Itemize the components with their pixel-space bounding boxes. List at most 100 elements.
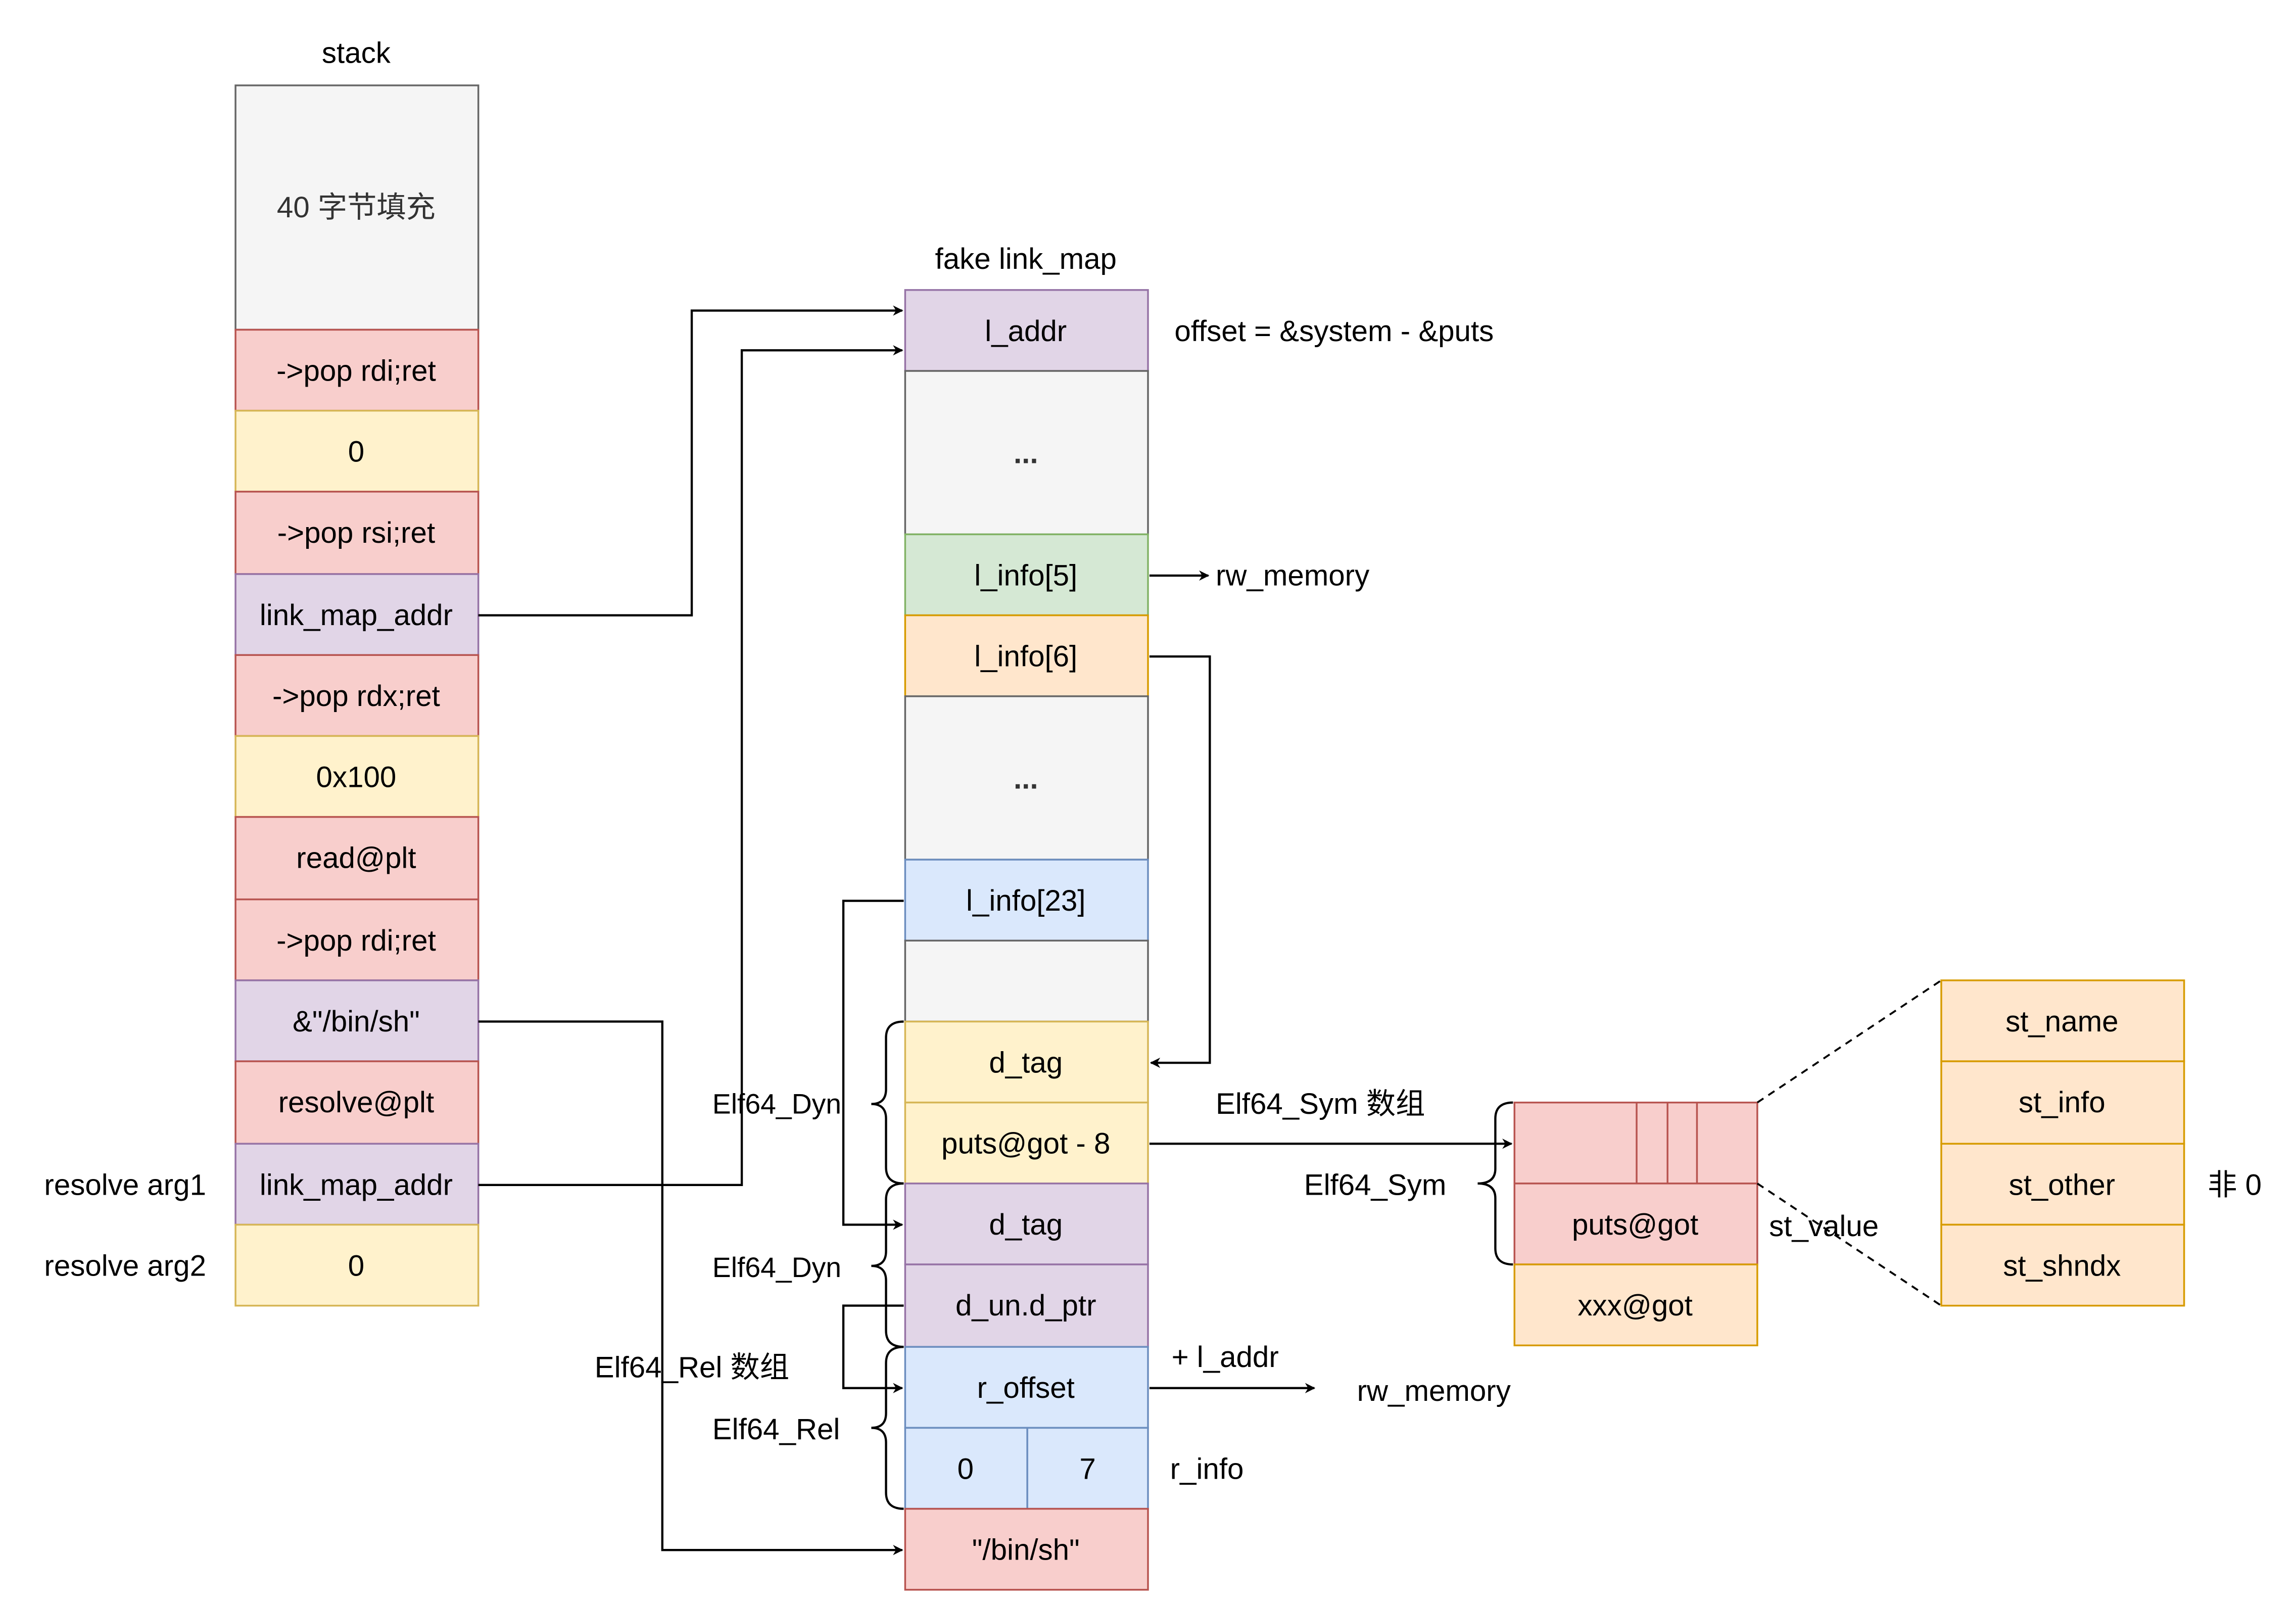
stack-cell-link-map-addr: link_map_addr: [234, 573, 480, 656]
link-map-cell-l-info-23: l_info[23]: [904, 859, 1149, 942]
stack-cell-label: link_map_addr: [260, 599, 453, 632]
link-map-cell-ellipsis-2: ...: [904, 695, 1149, 861]
sym-cell-st-info: st_info: [1940, 1060, 2185, 1145]
elf64-dyn-label-1: Elf64_Dyn: [712, 1089, 841, 1120]
arrow-l-info-23-to-d-tag: [842, 900, 904, 1230]
plus-l-addr-label: + l_addr: [1172, 1341, 1279, 1374]
stack-cell-resolve-plt: resolve@plt: [234, 1060, 480, 1145]
stack-title: stack: [322, 36, 391, 69]
stack-cell-zero: 0: [234, 409, 480, 493]
stack-cell-0: [234, 84, 480, 331]
link-map-cell-binsh-string: "/bin/sh": [904, 1507, 1149, 1591]
cell-label: st_other: [2009, 1168, 2115, 1201]
stack-cell-label: 0x100: [316, 761, 397, 793]
stack-cell-label: ->pop rdi;ret: [276, 355, 436, 388]
stack-cell-label: 0: [348, 436, 364, 468]
stack-cell-label: 40 字节填充: [277, 191, 436, 224]
resolve-arg1-label: resolve arg1: [44, 1168, 206, 1201]
link-map-cell-r-info: 0 7: [904, 1427, 1149, 1510]
elf64-dyn-label-2: Elf64_Dyn: [712, 1252, 841, 1283]
stack-column: stack 40 字节填充 ->pop rdi;ret 0 ->pop rsi;…: [44, 36, 480, 1307]
cell-label: d_un.d_ptr: [955, 1289, 1096, 1322]
stack-cell-binsh-addr: &"/bin/sh": [234, 979, 480, 1062]
cell-label: ...: [1014, 437, 1038, 470]
sym-struct-column: st_name st_info st_other st_shndx 非 0: [1940, 979, 2262, 1307]
got-column: puts@got xxx@got: [1513, 1101, 1758, 1347]
link-map-cell-r-offset: r_offset: [904, 1346, 1149, 1429]
st-value-label: st_value: [1769, 1210, 1879, 1243]
elf64-sym-array-label: Elf64_Sym 数组: [1216, 1088, 1425, 1120]
sym-cell-st-other: st_other: [1940, 1143, 2185, 1226]
brace-elf64-dyn-2: [871, 1182, 904, 1348]
stack-cell-padding: 40 字节填充: [234, 84, 480, 331]
cell-label: xxx@got: [1577, 1289, 1692, 1322]
link-map-cell-d-un-d-ptr: d_un.d_ptr: [904, 1263, 1149, 1348]
rw-memory-label-2: rw_memory: [1357, 1375, 1511, 1407]
stack-cell-label: ->pop rdx;ret: [272, 680, 440, 713]
arrow-d-ptr-to-r-offset: [842, 1304, 904, 1393]
arrow-link-map-addr-to-l-addr: [478, 305, 903, 617]
link-map-cell-d-tag-2: d_tag: [904, 1183, 1149, 1265]
link-map-cell-empty: [904, 939, 1149, 1023]
cell-label: l_info[23]: [966, 884, 1085, 917]
st-other-nonzero-note: 非 0: [2208, 1168, 2262, 1201]
link-map-cell-puts-got-minus-8: puts@got - 8: [904, 1101, 1149, 1185]
stack-cell-link-map-addr-2: link_map_addr: [234, 1143, 480, 1226]
zoom-dash-bottom: [1756, 1183, 1942, 1307]
link-map-cell-l-info-5: l_info[5]: [904, 533, 1149, 617]
cell-label: ...: [1014, 762, 1038, 795]
stack-cell-pop-rdi: ->pop rdi;ret: [234, 328, 480, 412]
stack-cell-label: read@plt: [296, 842, 416, 875]
cell-label: "/bin/sh": [972, 1534, 1080, 1567]
cell-label: l_info[5]: [974, 559, 1077, 592]
arrow-l-info-6-to-d-tag: [1149, 655, 1211, 1068]
cell-label: d_tag: [989, 1208, 1063, 1241]
link-map-cell-l-info-6: l_info[6]: [904, 614, 1149, 697]
offset-annotation: offset = &system - &puts: [1174, 315, 1494, 348]
stack-cell-pop-rsi: ->pop rsi;ret: [234, 491, 480, 575]
stack-cell-label: 0: [348, 1249, 364, 1282]
arrow-resolve-arg1-to-l-addr: [478, 345, 903, 1186]
sym-cell-st-name: st_name: [1940, 979, 2185, 1062]
link-map-column: fake link_map l_addr ... l_info[5] l_inf…: [595, 243, 1511, 1591]
stack-cell-label: ->pop rdi;ret: [276, 924, 436, 957]
cell-label: d_tag: [989, 1047, 1063, 1079]
stack-cell-label: ->pop rsi;ret: [277, 516, 435, 549]
link-map-cell-ellipsis-1: ...: [904, 370, 1149, 536]
r-info-type: 7: [1079, 1452, 1095, 1485]
arrow-binsh-ptr-to-binsh: [478, 1020, 903, 1555]
link-map-cell-d-tag-1: d_tag: [904, 1020, 1149, 1104]
got-cell-xxx-got: xxx@got: [1513, 1263, 1758, 1347]
resolve-arg2-label: resolve arg2: [44, 1249, 206, 1282]
brace-elf64-sym: [1477, 1101, 1513, 1266]
stack-cell-pop-rdi-2: ->pop rdi;ret: [234, 898, 480, 981]
stack-cell-label: &"/bin/sh": [293, 1005, 420, 1038]
cell-label: puts@got: [1572, 1208, 1698, 1241]
zoom-dash-top: [1756, 979, 1942, 1104]
got-cell-puts-got: puts@got: [1513, 1183, 1758, 1265]
got-cell-sym-fields: [1513, 1101, 1758, 1185]
stack-cell-zero-2: 0: [234, 1223, 480, 1307]
elf64-rel-array-label: Elf64_Rel 数组: [595, 1351, 789, 1384]
cell-label: l_info[6]: [974, 640, 1077, 673]
brace-elf64-rel: [871, 1345, 904, 1510]
r-info-sym-index: 0: [958, 1452, 974, 1485]
link-map-cell-l-addr: l_addr: [904, 289, 1149, 372]
cell-label: st_info: [2019, 1086, 2106, 1119]
cell-label: puts@got - 8: [941, 1127, 1110, 1160]
rw-memory-label-1: rw_memory: [1216, 559, 1370, 592]
elf64-rel-label: Elf64_Rel: [712, 1413, 840, 1446]
cell-label: st_shndx: [2003, 1249, 2121, 1282]
link-map-title: fake link_map: [935, 243, 1117, 275]
stack-cell-pop-rdx: ->pop rdx;ret: [234, 654, 480, 737]
brace-elf64-dyn-1: [871, 1020, 904, 1185]
r-info-label: r_info: [1170, 1452, 1244, 1485]
sym-cell-st-shndx: st_shndx: [1940, 1223, 2185, 1307]
stack-cell-read-plt: read@plt: [234, 816, 480, 901]
cell-label: st_name: [2005, 1005, 2118, 1038]
stack-cell-label: link_map_addr: [260, 1168, 453, 1201]
elf64-sym-label: Elf64_Sym: [1304, 1168, 1447, 1201]
stack-cell-0x100: 0x100: [234, 735, 480, 818]
stack-cell-label: resolve@plt: [278, 1086, 434, 1119]
